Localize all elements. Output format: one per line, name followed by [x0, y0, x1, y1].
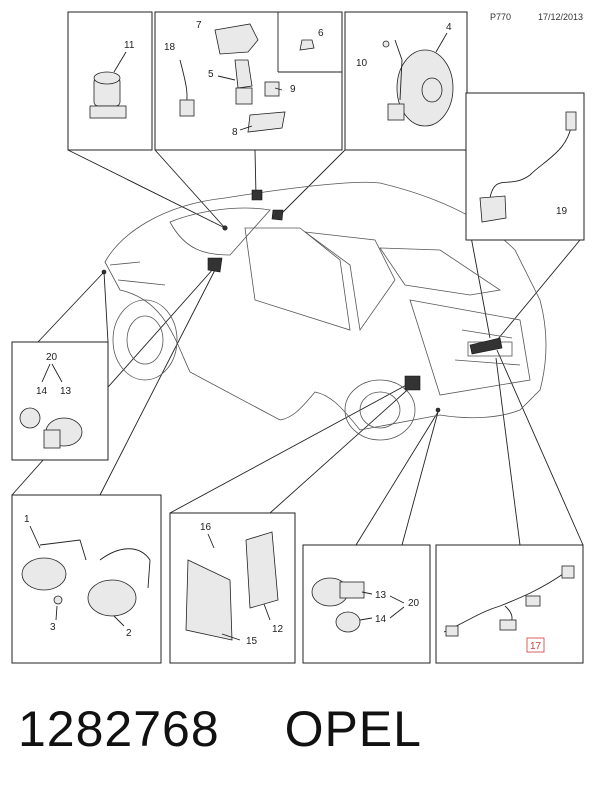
panel-11: 11 [67, 11, 153, 151]
callout-2: 2 [126, 628, 132, 639]
callout-20-right: 20 [408, 598, 420, 609]
callout-18: 18 [164, 42, 176, 53]
callout-8: 8 [232, 127, 238, 138]
diagram-date: 17/12/2013 [538, 12, 583, 22]
callout-17-highlight [526, 637, 545, 653]
callout-6: 6 [318, 28, 324, 39]
panel-1-3-2: 1 3 2 [11, 494, 162, 664]
callout-17: 17 [530, 641, 542, 652]
brand-name: OPEL [284, 701, 422, 757]
panel-10-4: 4 10 [344, 11, 468, 151]
panel-13-14-20-right: 13 14 20 [302, 544, 431, 664]
callout-14-left: 14 [36, 386, 48, 397]
part-number: 1282768 [18, 701, 220, 757]
callout-3: 3 [50, 622, 56, 633]
callout-1: 1 [24, 514, 30, 525]
callout-13-left: 13 [60, 386, 72, 397]
panel-7-18-5-9-8: 7 18 5 9 8 6 [154, 11, 343, 151]
callout-15: 15 [246, 636, 258, 647]
panel-19: 19 [465, 92, 585, 241]
callout-16: 16 [200, 522, 212, 533]
callout-20-left: 20 [46, 352, 58, 363]
panel-17: 17 [435, 544, 584, 664]
callout-7: 7 [196, 20, 202, 31]
callout-5: 5 [208, 69, 214, 80]
callout-14-right: 14 [375, 614, 387, 625]
callout-19: 19 [556, 206, 568, 217]
part-footer: 1282768 OPEL [18, 700, 578, 780]
callout-10: 10 [356, 58, 368, 69]
parts-diagram: P770 17/12/2013 [11, 11, 585, 664]
panel-16-12-15: 16 12 15 [169, 512, 296, 664]
callout-12: 12 [272, 624, 284, 635]
callout-11: 11 [124, 40, 135, 51]
panel-20-14-13-left: 20 14 13 [11, 341, 109, 461]
diagram-code: P770 [490, 12, 511, 22]
callout-13-right: 13 [375, 590, 387, 601]
callout-4: 4 [446, 22, 452, 33]
vehicle-markers [101, 189, 503, 413]
callout-9: 9 [290, 84, 296, 95]
